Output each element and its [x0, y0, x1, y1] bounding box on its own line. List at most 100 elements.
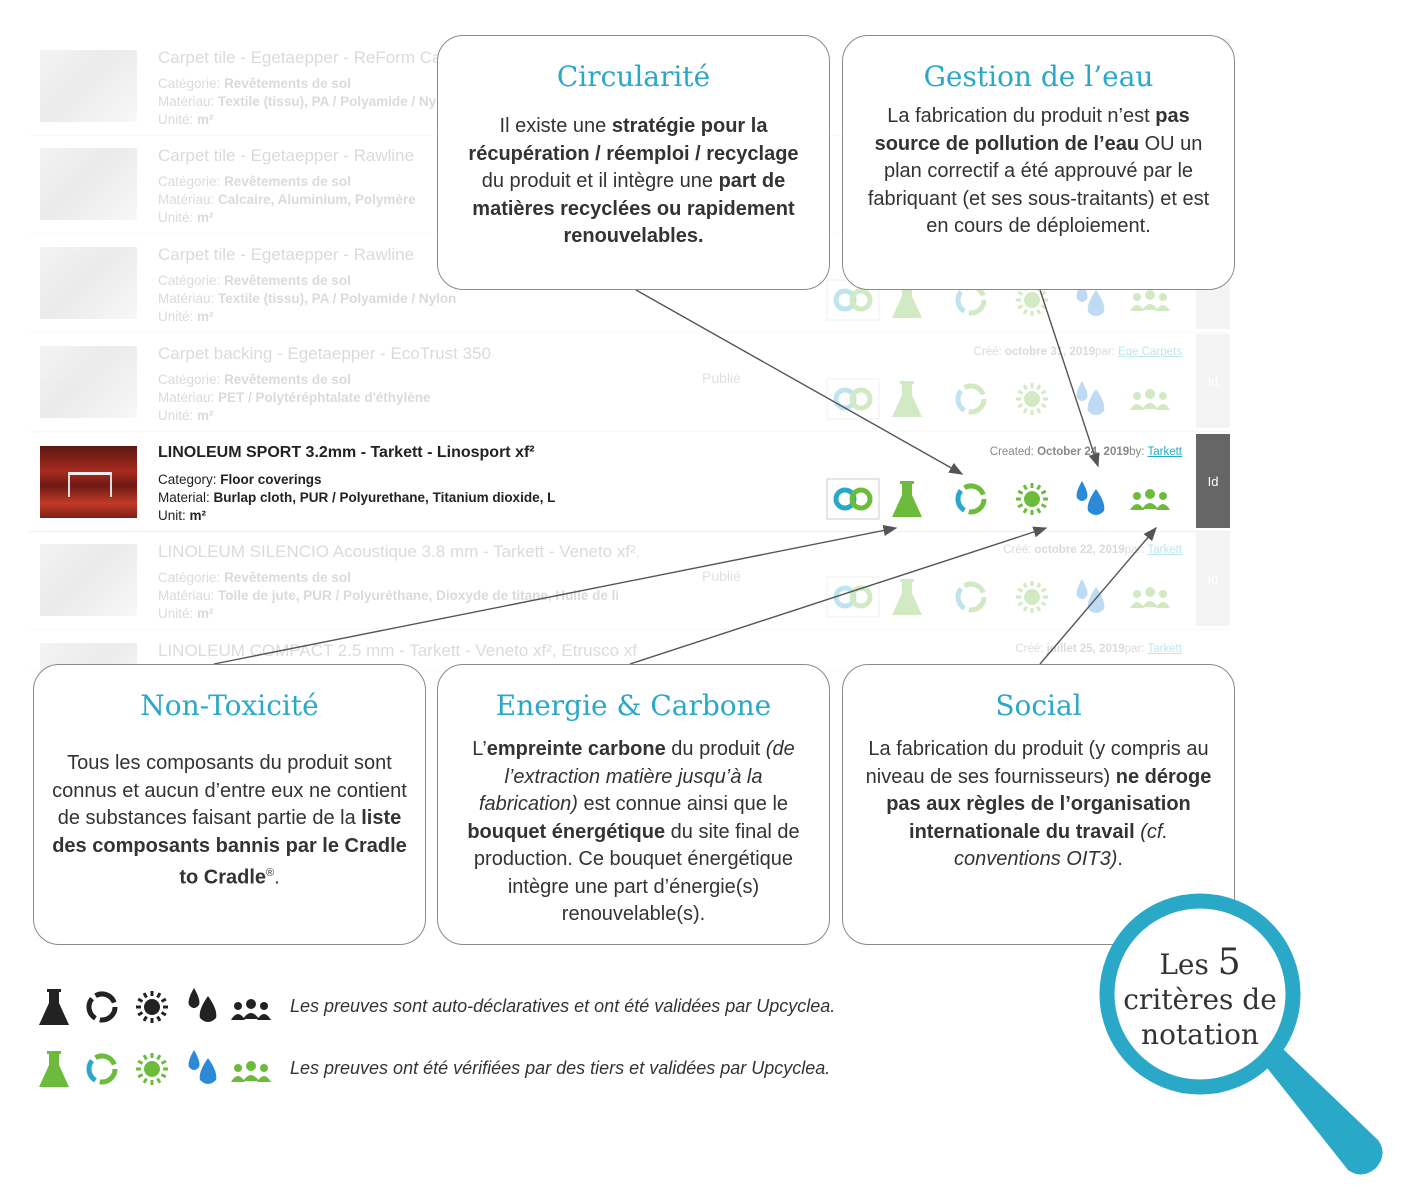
product-material: Matériau: Textile (tissu), PA / Polyamid… — [158, 94, 457, 109]
callout-circularite: Circularité Il existe une stratégie pour… — [437, 35, 830, 290]
callout-title: Social — [995, 689, 1082, 722]
circular-arrows-icon — [955, 284, 987, 316]
product-status: Publié — [702, 568, 741, 584]
people-icon — [231, 999, 271, 1020]
product-unit: Unit: m² — [158, 508, 207, 523]
product-row[interactable]: Carpet backing - Egetaepper - EcoTrust 3… — [30, 334, 1230, 432]
product-thumbnail[interactable] — [40, 50, 137, 122]
callout-gestion-eau: Gestion de l’eau La fabrication du produ… — [842, 35, 1235, 290]
product-material: Matériau: PET / Polytéréphtalate d'éthyl… — [158, 390, 431, 405]
criteria-icon-strip — [826, 478, 1170, 520]
c2c-logo-icon — [826, 478, 880, 520]
product-thumbnail[interactable] — [40, 346, 137, 418]
product-category: Catégorie: Revêtements de sol — [158, 174, 351, 189]
product-title[interactable]: LINOLEUM SPORT 3.2mm - Tarkett - Linospo… — [158, 444, 535, 461]
id-tab[interactable]: Id — [1196, 434, 1230, 528]
criteria-icon-strip — [826, 576, 1170, 618]
product-title[interactable]: LINOLEUM COMPACT 2.5 mm - Tarkett - Vene… — [158, 641, 638, 660]
product-created: Created: October 24, 2019by: Tarkett — [989, 446, 1182, 458]
criteria-icon-strip — [826, 378, 1170, 420]
product-title[interactable]: LINOLEUM SILENCIO Acoustique 3.8 mm - Ta… — [158, 542, 638, 561]
sun-icon — [1016, 383, 1048, 415]
legend-icons-third-party — [39, 1050, 271, 1087]
c2c-logo-icon — [826, 576, 880, 618]
product-row[interactable]: Carpet tile - Egetaepper - Rawline Catég… — [30, 235, 1230, 333]
product-row[interactable]: LINOLEUM SILENCIO Acoustique 3.8 mm - Ta… — [30, 532, 1230, 630]
sun-icon — [1016, 581, 1048, 613]
callout-title: Circularité — [556, 60, 711, 93]
author-link[interactable]: Tarkett — [1147, 544, 1182, 556]
product-created: Créé: octobre 31, 2019par: Ege Carpets — [973, 346, 1182, 358]
callout-text: Tous les composants du produit sont conn… — [52, 752, 407, 889]
callout-text: La fabrication du produit n’est pas sour… — [867, 105, 1210, 237]
c2c-logo-icon — [826, 378, 880, 420]
magnifier-icon — [1099, 893, 1383, 1175]
circular-arrows-icon — [86, 1053, 118, 1085]
people-icon — [1130, 587, 1170, 608]
sun-icon — [136, 991, 168, 1023]
callout-text: La fabrication du produit (y compris au … — [865, 738, 1212, 870]
id-tab[interactable]: Id — [1196, 532, 1230, 626]
product-thumbnail[interactable] — [40, 544, 137, 616]
product-thumbnail[interactable] — [40, 247, 137, 319]
water-drops-icon — [1076, 381, 1105, 415]
product-category: Catégorie: Revêtements de sol — [158, 76, 351, 91]
flask-icon — [39, 989, 69, 1025]
people-icon — [1130, 389, 1170, 410]
product-category: Catégorie: Revêtements de sol — [158, 570, 351, 585]
callout-title: Energie & Carbone — [495, 689, 772, 722]
product-unit: Unité: m² — [158, 210, 214, 225]
product-title[interactable]: Carpet tile - Egetaepper - ReForm Calibr… — [158, 48, 474, 67]
product-thumbnail[interactable] — [40, 446, 137, 518]
product-unit: Unité: m² — [158, 408, 214, 423]
callout-title: Gestion de l’eau — [923, 60, 1154, 93]
product-unit: Unité: m² — [158, 112, 214, 127]
legend-icons-self-declared — [39, 988, 271, 1025]
sun-icon — [1016, 483, 1048, 515]
product-thumbnail[interactable] — [40, 148, 137, 220]
callout-text: Il existe une stratégie pour la récupéra… — [468, 115, 799, 247]
circular-arrows-icon — [955, 383, 987, 415]
circular-arrows-icon — [955, 581, 987, 613]
author-link[interactable]: Ege Carpets — [1118, 346, 1182, 358]
callout-social: Social La fabrication du produit (y comp… — [842, 664, 1235, 945]
product-title[interactable]: Carpet tile - Egetaepper - Rawline — [158, 245, 415, 264]
product-status: Publié — [702, 370, 741, 386]
callout-energie-carbone: Energie & Carbone L’empreinte carbone du… — [437, 664, 830, 945]
product-title[interactable]: Carpet backing - Egetaepper - EcoTrust 3… — [158, 344, 491, 363]
product-category: Category: Floor coverings — [158, 472, 322, 487]
water-drops-icon — [1076, 579, 1105, 613]
product-title[interactable]: Carpet tile - Egetaepper - Rawline — [158, 146, 415, 165]
product-row[interactable]: LINOLEUM SPORT 3.2mm - Tarkett - Linospo… — [30, 434, 1230, 532]
water-drops-icon — [188, 1050, 217, 1084]
product-created: Créé: octobre 22, 2019par: Tarkett — [1003, 544, 1182, 556]
product-material: Material: Burlap cloth, PUR / Polyuretha… — [158, 490, 556, 505]
flask-icon — [892, 579, 922, 615]
callout-text: L’empreinte carbone du produit (de l’ext… — [467, 738, 800, 925]
author-link[interactable]: Tarkett — [1147, 643, 1182, 655]
product-material: Matériau: Toile de jute, PUR / Polyuréth… — [158, 588, 618, 603]
magnifier-label: Les 5 critères de notation — [1123, 942, 1277, 1052]
product-unit: Unité: m² — [158, 606, 214, 621]
people-icon — [1130, 290, 1170, 311]
product-material: Matériau: Calcaire, Aluminium, Polymère — [158, 192, 416, 207]
callout-title: Non-Toxicité — [140, 689, 319, 722]
people-icon — [231, 1061, 271, 1082]
product-unit: Unité: m² — [158, 309, 214, 324]
water-drops-icon — [1076, 481, 1105, 515]
product-created: Créé: juillet 25, 2019par: Tarkett — [1015, 643, 1182, 655]
water-drops-icon — [188, 988, 217, 1022]
circular-arrows-icon — [86, 991, 118, 1023]
product-material: Matériau: Textile (tissu), PA / Polyamid… — [158, 291, 457, 306]
flask-icon — [892, 381, 922, 417]
flask-icon — [39, 1051, 69, 1087]
product-category: Catégorie: Revêtements de sol — [158, 372, 351, 387]
id-tab[interactable]: Id — [1196, 334, 1230, 428]
legend-text-third-party: Les preuves ont été vérifiées par des ti… — [290, 1058, 831, 1078]
circular-arrows-icon — [955, 483, 987, 515]
people-icon — [1130, 489, 1170, 510]
author-link[interactable]: Tarkett — [1147, 446, 1182, 458]
flask-icon — [892, 481, 922, 517]
product-category: Catégorie: Revêtements de sol — [158, 273, 351, 288]
sun-icon — [136, 1053, 168, 1085]
